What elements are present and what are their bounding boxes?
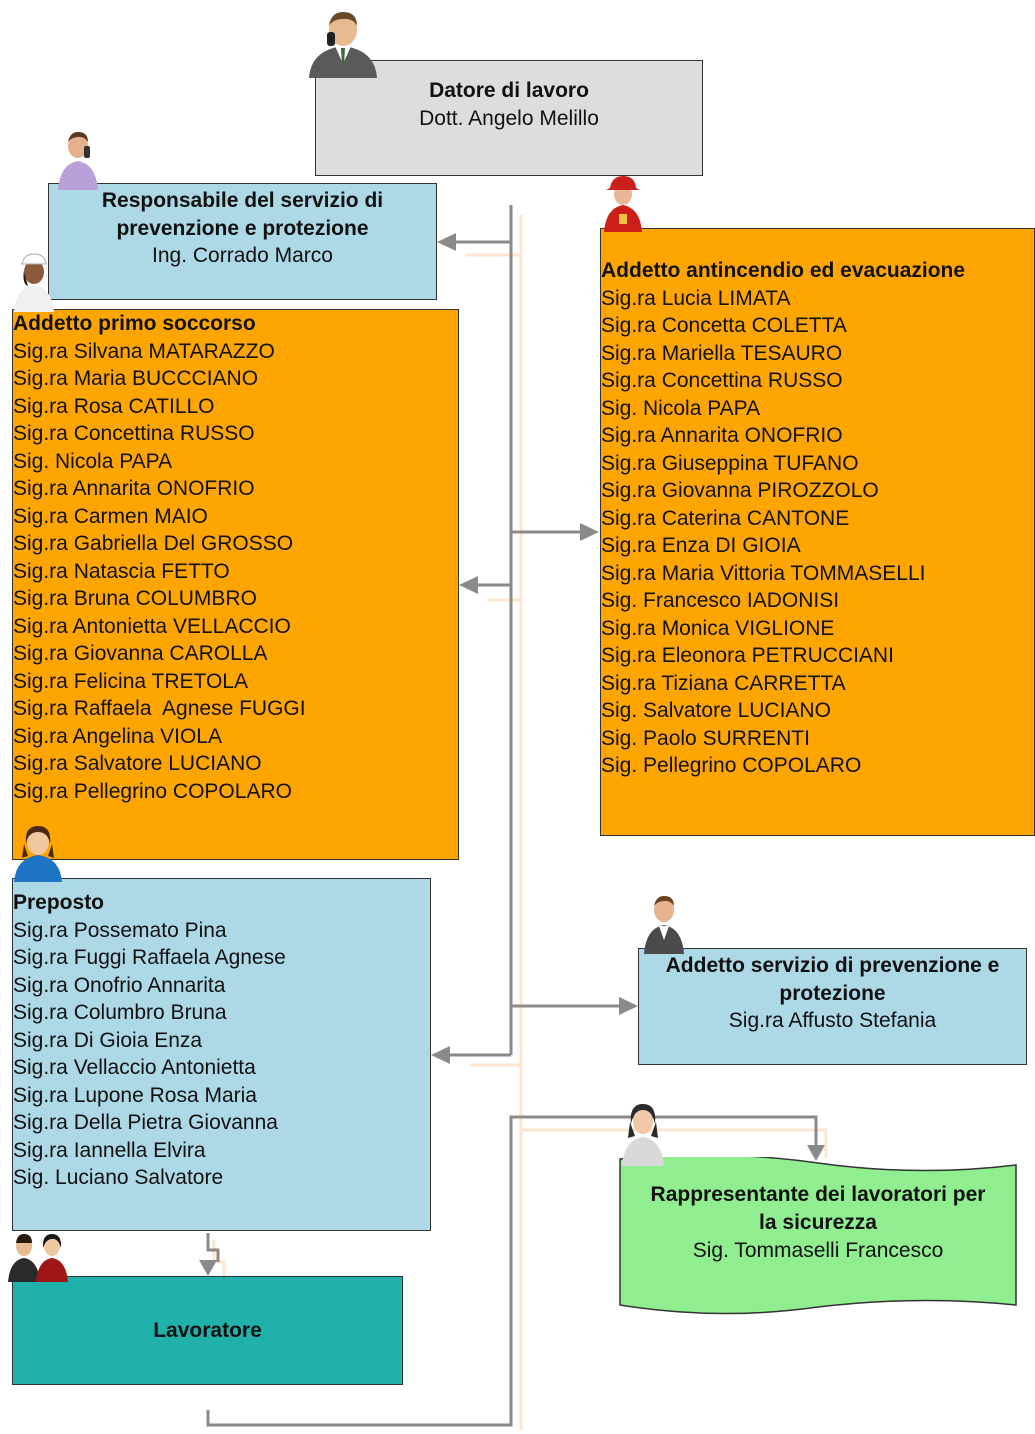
member-item: Sig.ra Iannella Elvira	[13, 1138, 206, 1162]
member-item: Sig.ra Bruna COLUMBRO	[13, 587, 257, 610]
member-item: Sig.ra Raffaela Agnese FUGGI	[13, 697, 306, 720]
member-item: Sig. Salvatore LUCIANO	[601, 699, 831, 722]
member-item: Sig.ra Mariella TESAURO	[601, 341, 843, 365]
member-item: Sig.ra Carmen MAIO	[13, 504, 208, 528]
document-shape	[619, 1157, 1017, 1315]
member-item: Sig.ra Concettina RUSSO	[601, 369, 843, 392]
member-item: Sig.ra Annarita ONOFRIO	[601, 424, 843, 447]
node-person-name: Ing. Corrado Marco	[152, 244, 333, 267]
node-title-line-2: la sicurezza	[759, 1211, 877, 1234]
member-item: Sig. Francesco IADONISI	[601, 589, 840, 612]
line-to-lavoratore	[206, 1233, 220, 1262]
arrow-antincendio	[580, 523, 599, 541]
member-item: Sig. Luciano Salvatore	[13, 1166, 224, 1189]
member-item: Sig.ra Vellaccio Antonietta	[13, 1056, 256, 1079]
node-preposto: Preposto Sig.ra Possemato Pina Sig.ra Fu…	[12, 878, 431, 1231]
member-item: Sig.ra Annarita ONOFRIO	[13, 477, 255, 500]
member-item: Sig.ra Pellegrino COPOLARO	[13, 779, 292, 803]
node-addetto-primo-soccorso: Addetto primo soccorso Sig.ra Silvana MA…	[12, 309, 459, 860]
member-item: Sig.ra Onofrio Annarita	[13, 973, 226, 997]
arrow-rspp	[437, 233, 456, 251]
member-item: Sig.ra Monica VIGLIONE	[601, 616, 835, 640]
node-title: Addetto antincendio ed evacuazione	[601, 259, 966, 282]
connector-main	[206, 205, 818, 1427]
member-item: Sig.ra Rosa CATILLO	[13, 394, 215, 418]
node-rls: Rappresentante dei lavoratori per la sic…	[618, 1157, 1018, 1317]
arrow-lavoratore	[199, 1260, 217, 1276]
member-item: Sig.ra Concettina RUSSO	[13, 422, 255, 445]
member-item: Sig.ra Felicina TRETOLA	[13, 669, 248, 693]
member-item: Sig.ra Fuggi Raffaela Agnese	[13, 946, 286, 969]
member-item: Sig.ra Tiziana CARRETTA	[601, 671, 846, 695]
node-aspp: Addetto servizio di prevenzione e protez…	[638, 948, 1027, 1065]
member-item: Sig. Nicola PAPA	[13, 449, 173, 473]
member-list: Sig.ra Silvana MATARAZZO Sig.ra Maria BU…	[13, 338, 458, 806]
member-item: Sig.ra Silvana MATARAZZO	[13, 339, 275, 363]
member-item: Sig.ra Eleonora PETRUCCIANI	[601, 644, 894, 667]
node-title: Datore di lavoro	[429, 79, 589, 102]
member-item: Sig.ra Columbro Bruna	[13, 1001, 227, 1024]
woman-avatar-icon	[622, 1104, 664, 1166]
member-item: Sig.ra Antonietta VELLACCIO	[13, 614, 291, 638]
node-title-line-2: protezione	[779, 981, 886, 1005]
member-list: Sig.ra Lucia LIMATA Sig.ra Concetta COLE…	[601, 285, 1034, 780]
member-item: Sig.ra Giovanna PIROZZOLO	[601, 479, 879, 502]
node-title-line-1: Responsabile del servizio di	[101, 189, 384, 212]
nurse-avatar-icon	[14, 253, 54, 312]
member-item: Sig.ra Salvatore LUCIANO	[13, 752, 262, 775]
arrow-aspp	[619, 997, 638, 1015]
node-title-line-1: Addetto servizio di prevenzione e	[665, 954, 1000, 977]
arrow-preposto	[431, 1046, 450, 1064]
node-title-line-2: prevenzione e protezione	[116, 216, 369, 240]
node-title-line-1: Rappresentante dei lavoratori per	[650, 1183, 986, 1206]
receptionist-avatar-icon	[14, 826, 62, 882]
member-item: Sig.ra Natascia FETTO	[13, 559, 230, 583]
member-item: Sig. Nicola PAPA	[601, 396, 761, 420]
node-lavoratore: Lavoratore	[12, 1276, 403, 1385]
member-list: Sig.ra Possemato Pina Sig.ra Fuggi Raffa…	[13, 917, 430, 1192]
node-person-name: Dott. Angelo Melillo	[419, 106, 599, 130]
arrow-rls	[807, 1145, 825, 1161]
member-item: Sig.ra Caterina CANTONE	[601, 506, 850, 530]
node-title: Preposto	[13, 891, 105, 914]
member-item: Sig. Paolo SURRENTI	[601, 726, 810, 750]
member-item: Sig.ra Di Gioia Enza	[13, 1028, 203, 1052]
node-title: Addetto primo soccorso	[13, 312, 256, 335]
member-item: Sig.ra Lucia LIMATA	[601, 286, 791, 310]
member-item: Sig.ra Possemato Pina	[13, 918, 227, 942]
line-to-rls	[206, 1115, 818, 1427]
node-rspp: Responsabile del servizio di prevenzione…	[48, 183, 437, 300]
firefighter-avatar-icon	[604, 176, 642, 232]
node-title: Lavoratore	[153, 1318, 262, 1342]
member-item: Sig.ra Della Pietra Giovanna	[13, 1111, 278, 1134]
member-item: Sig.ra Maria BUCCCIANO	[13, 367, 259, 390]
member-item: Sig.ra Enza DI GIOIA	[601, 534, 801, 557]
man-phone-avatar-icon	[58, 132, 98, 190]
member-item: Sig.ra Maria Vittoria TOMMASELLI	[601, 561, 926, 585]
member-item: Sig.ra Gabriella Del GROSSO	[13, 532, 294, 555]
member-item: Sig.ra Angelina VIOLA	[13, 724, 222, 748]
member-item: Sig.ra Giovanna CAROLLA	[13, 642, 268, 665]
group-avatar-icon	[8, 1234, 68, 1282]
member-item: Sig. Pellegrino COPOLARO	[601, 754, 862, 777]
member-item: Sig.ra Concetta COLETTA	[601, 314, 847, 337]
node-person-name: Sig.ra Affusto Stefania	[728, 1009, 937, 1032]
manager-avatar-icon	[309, 12, 377, 78]
arrow-primo-soccorso	[459, 576, 478, 594]
businessman-avatar-icon	[644, 896, 684, 954]
node-datore-di-lavoro: Datore di lavoro Dott. Angelo Melillo	[315, 60, 703, 176]
connector-arrows	[199, 233, 825, 1276]
node-person-name: Sig. Tommaselli Francesco	[692, 1239, 944, 1262]
member-item: Sig.ra Giuseppina TUFANO	[601, 451, 859, 475]
member-item: Sig.ra Lupone Rosa Maria	[13, 1083, 257, 1107]
node-addetto-antincendio: Addetto antincendio ed evacuazione Sig.r…	[600, 228, 1035, 836]
